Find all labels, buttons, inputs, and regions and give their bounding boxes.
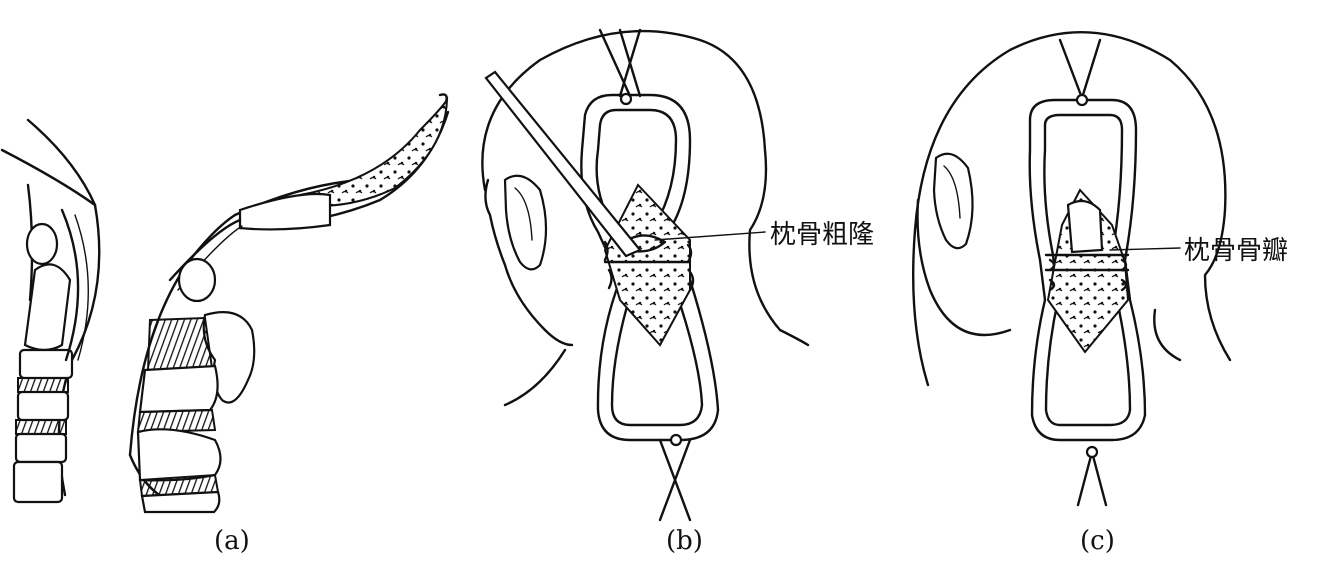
annotation-occipital-bone-flap: 枕骨骨瓣	[1184, 236, 1289, 266]
bone-flap	[1066, 199, 1104, 254]
annotation-occipital-protuberance: 枕骨粗隆	[770, 220, 875, 250]
caption-c: (c)	[1080, 526, 1115, 556]
panel-a-illustration	[0, 93, 450, 514]
panel-b-illustration	[481, 28, 810, 522]
caption-a: (a)	[214, 526, 250, 556]
caption-b: (b)	[666, 526, 703, 556]
spinal-node-a2	[177, 257, 217, 303]
spinal-node-a1	[25, 222, 59, 266]
retractor-instrument	[484, 70, 642, 258]
panel-c-illustration	[912, 31, 1232, 507]
